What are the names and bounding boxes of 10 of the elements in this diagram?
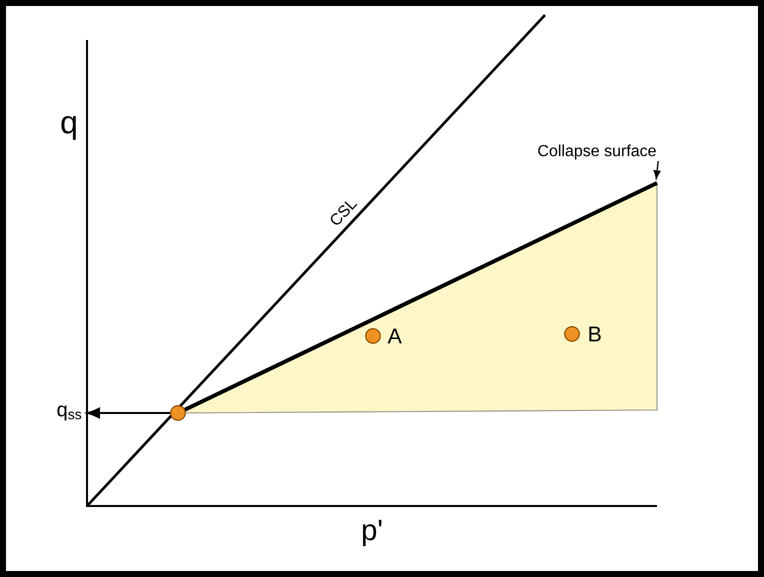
axis-value-label: q$_{ss}$ xyxy=(57,406,82,420)
point-label: A xyxy=(388,328,402,344)
point-marker xyxy=(170,405,186,421)
point-label: B xyxy=(589,326,601,342)
line-label: CSL xyxy=(330,201,358,225)
arrow xyxy=(87,408,170,418)
arrow xyxy=(654,160,661,179)
axis-label: p' xyxy=(362,520,382,546)
axis-label: q xyxy=(61,116,76,140)
callout-label: Collapse surface xyxy=(538,144,656,160)
